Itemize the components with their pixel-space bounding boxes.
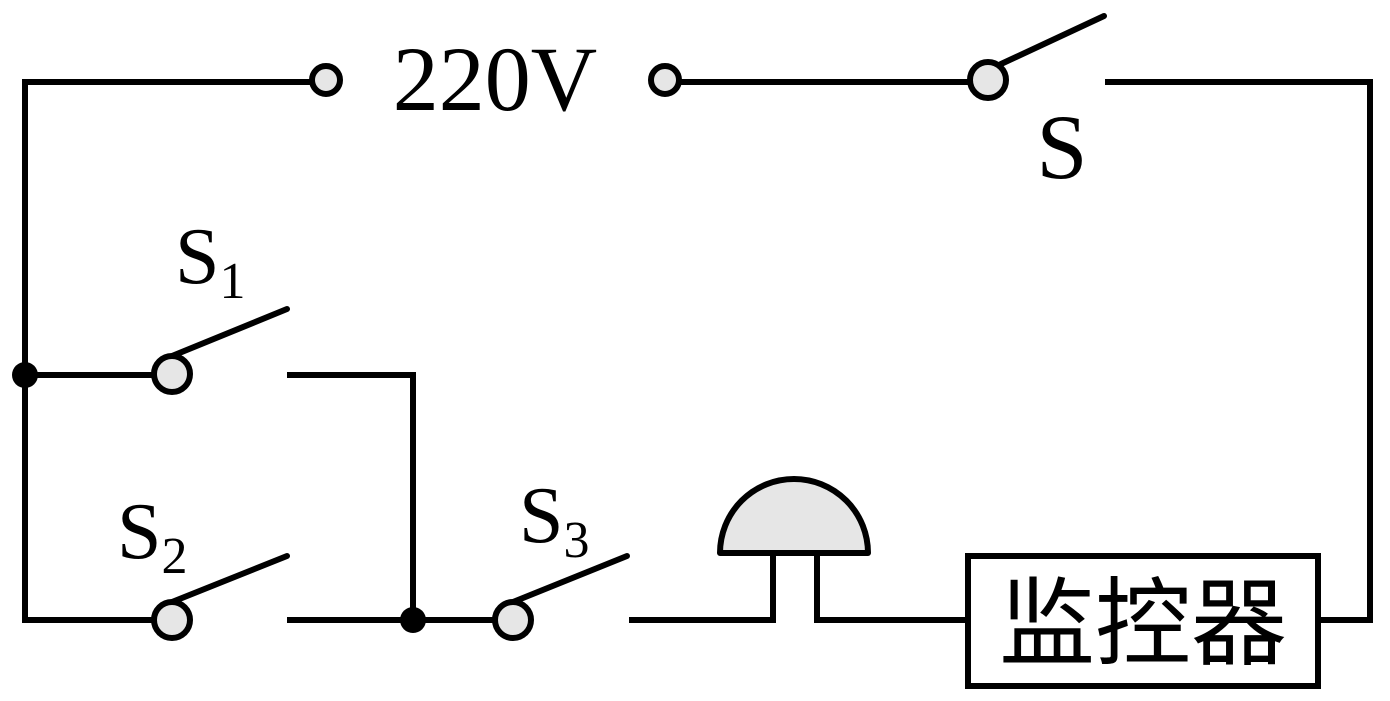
switch-s2-letter: S (117, 488, 162, 576)
bell-icon (717, 476, 871, 556)
switch-s2-pivot (151, 599, 193, 641)
monitor-label: 监控器 (999, 568, 1287, 680)
wires (22, 79, 1373, 623)
source-terminal-right (648, 63, 682, 97)
wire-bell-to-monitor (814, 552, 971, 623)
source-terminal-left (309, 63, 343, 97)
switch-s1-subscript: 1 (220, 253, 246, 310)
wire-monitor-right (1105, 79, 1373, 623)
monitor-box (965, 553, 1321, 689)
wire-left-top (22, 79, 313, 623)
switch-s1-letter: S (175, 213, 220, 301)
switch-s1-arm (169, 306, 290, 359)
wire-s3-to-bell (629, 552, 776, 623)
switch-s3-pivot (492, 599, 534, 641)
switch-s1-label: S1 (175, 213, 246, 310)
junction-middle (400, 607, 426, 633)
switch-s2-label: S2 (117, 488, 188, 585)
switch-s-arm (998, 13, 1107, 67)
source-label: 220V (393, 28, 597, 130)
switch-s2-subscript: 2 (162, 528, 188, 585)
switch-s-label: S (1036, 96, 1087, 198)
switch-s1-pivot (151, 353, 193, 395)
switch-s-pivot (967, 59, 1009, 101)
switch-s3-letter: S (519, 472, 564, 560)
switch-s2-arm (169, 553, 290, 605)
switch-s3-arm (510, 553, 630, 605)
switch-s3-label: S3 (519, 472, 590, 569)
switch-s3-subscript: 3 (564, 512, 590, 569)
junction-left (12, 362, 38, 388)
wire-after-s1 (287, 372, 416, 623)
